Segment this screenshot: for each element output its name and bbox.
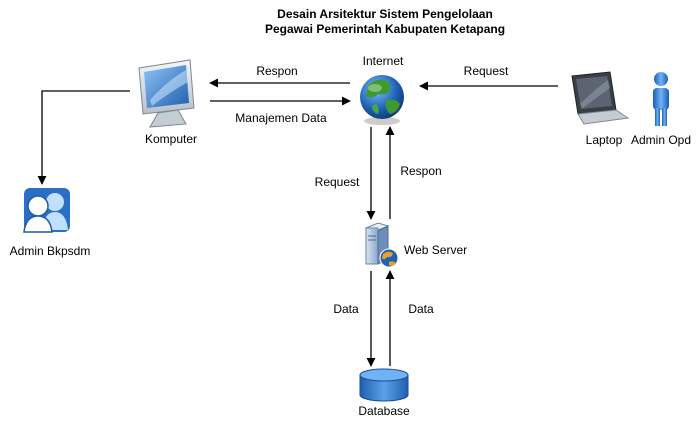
edge-label-respon-komputer: Respon (256, 64, 298, 78)
laptop-icon (571, 71, 630, 125)
edge-label-data-to-server: Data (408, 302, 434, 316)
web-server-label: Web Server (404, 243, 468, 257)
diagram-title-line1: Desain Arsitektur Sistem Pengelolaan (277, 7, 493, 21)
internet-label: Internet (362, 54, 404, 68)
person-icon (653, 72, 669, 126)
edge-komputer-to-admin-bkpsdm (37, 90, 130, 185)
edge-label-respon-internet: Respon (400, 164, 442, 178)
globe-icon (360, 75, 404, 125)
desktop-monitor-icon (138, 59, 195, 128)
edge-label-manajemen-data: Manajemen Data (235, 111, 327, 125)
database-label: Database (358, 404, 410, 418)
user-group-icon (23, 188, 70, 233)
database-cylinder-icon (359, 368, 409, 402)
laptop-label: Laptop (585, 133, 623, 147)
diagram-title-line2: Pegawai Pemerintah Kabupaten Ketapang (264, 22, 506, 36)
web-server-icon (364, 222, 399, 268)
admin-bkpsdm-label: Admin Bkpsdm (9, 244, 91, 258)
komputer-label: Komputer (144, 132, 198, 146)
edge-label-data-to-database: Data (333, 302, 359, 316)
admin-opd-label: Admin Opd (630, 133, 692, 147)
edge-label-request-laptop: Request (463, 64, 509, 78)
edge-label-request-server: Request (314, 175, 360, 189)
connectors (37, 78, 558, 367)
